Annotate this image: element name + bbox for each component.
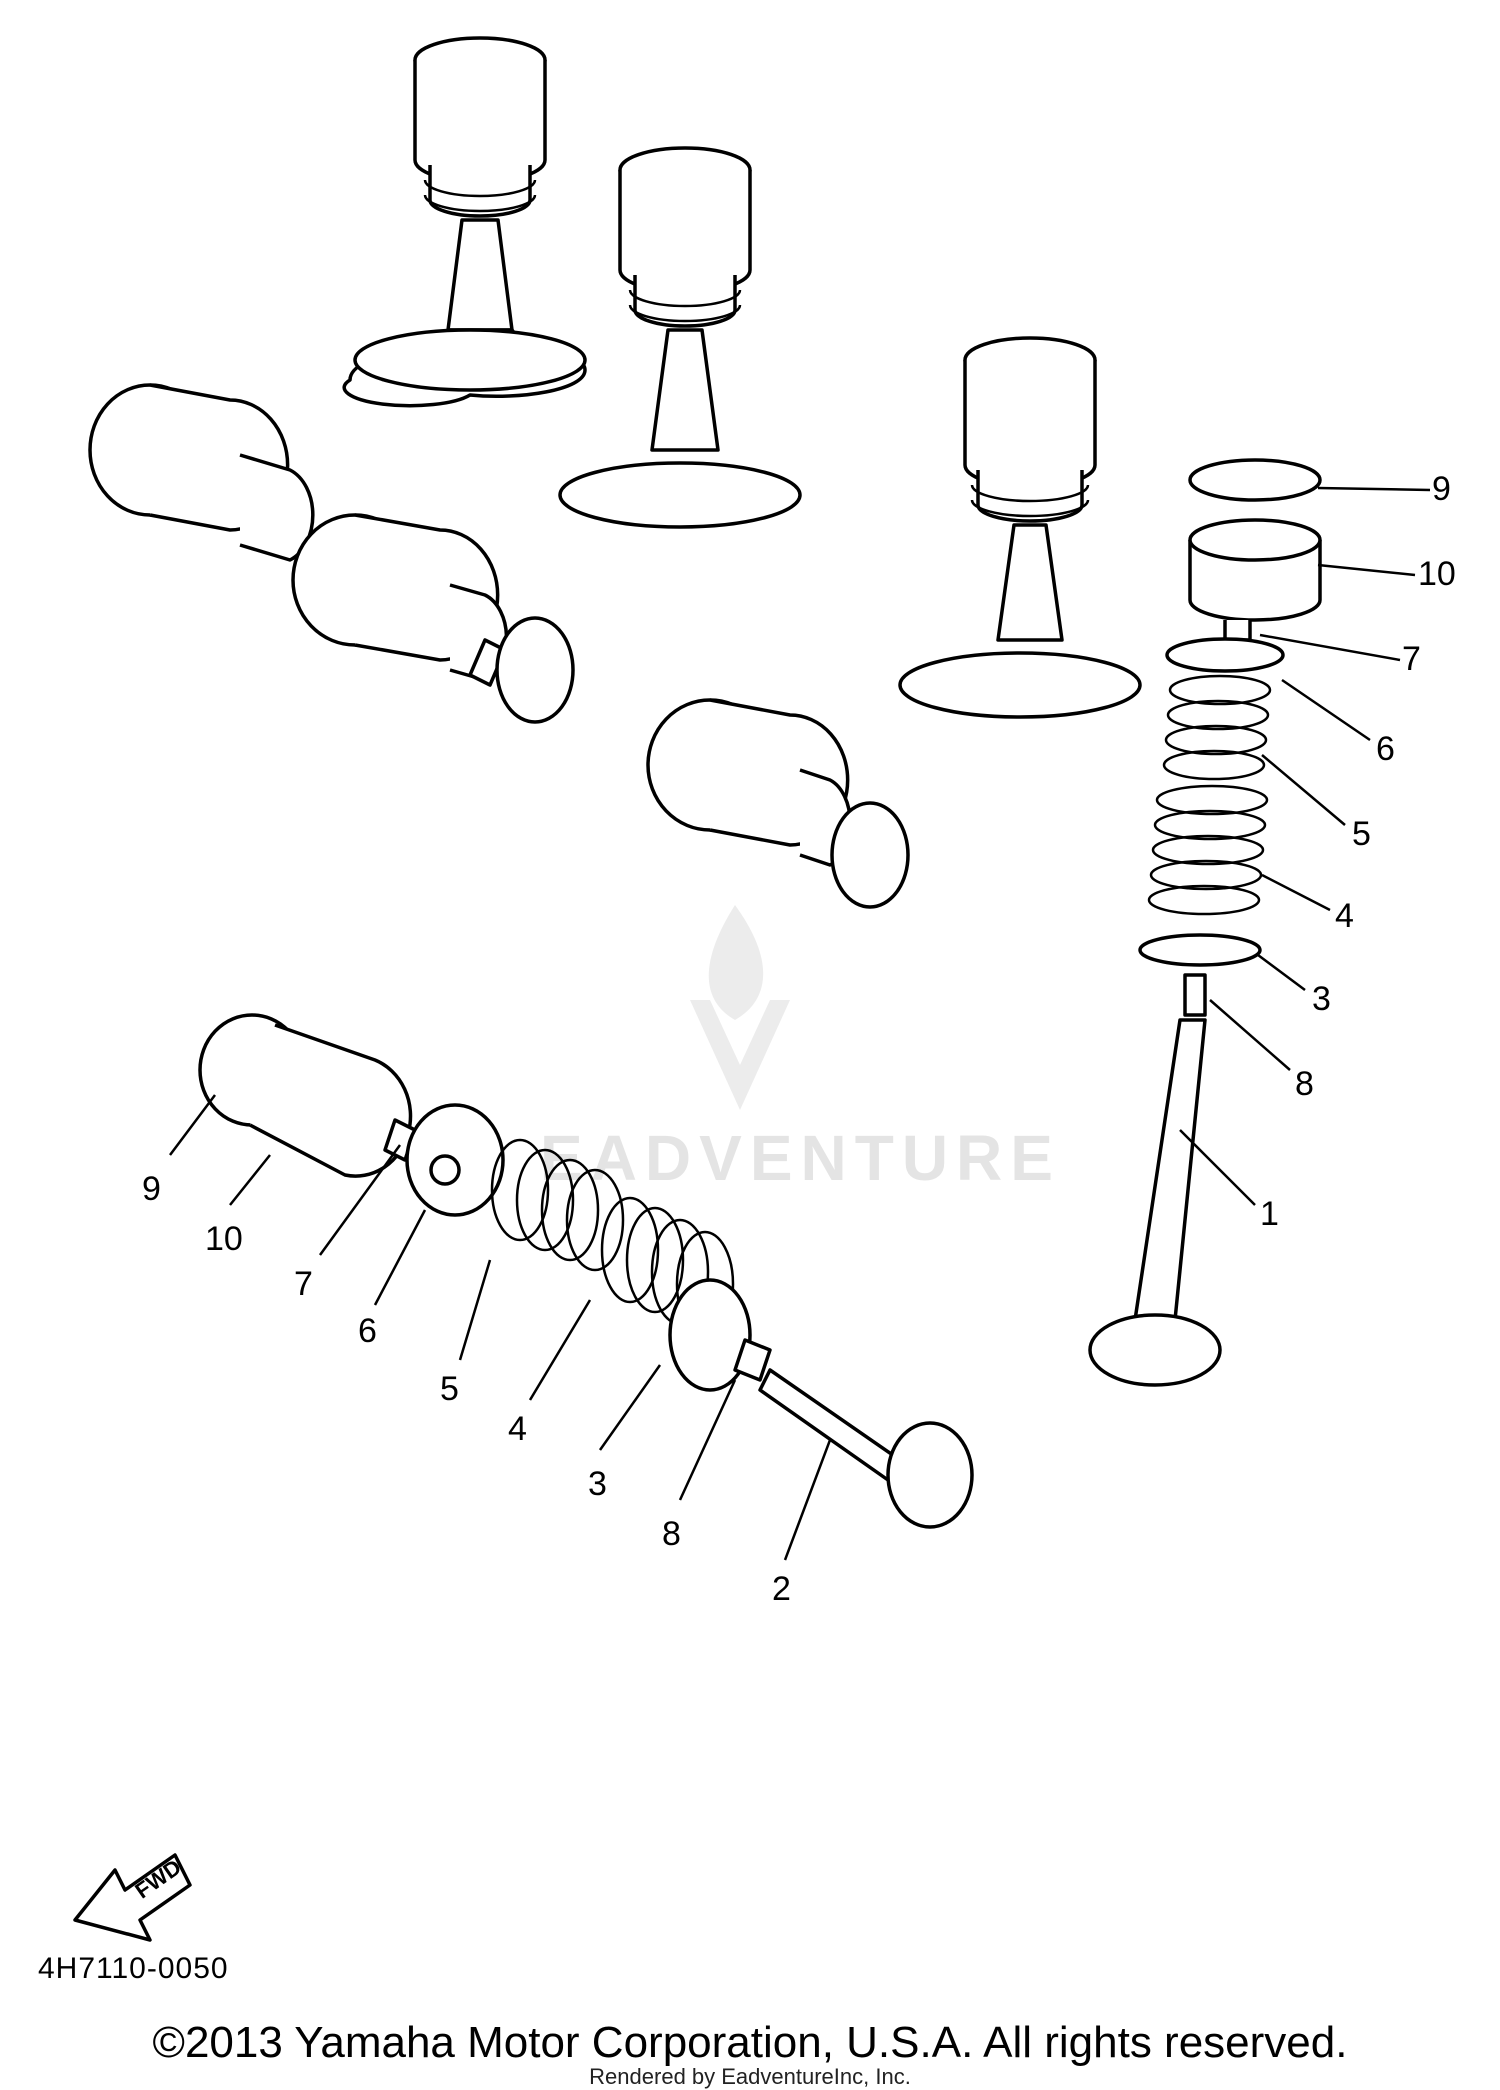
callout-label: 6 xyxy=(358,1312,377,1350)
rendered-by-text: Rendered by EadventureInc, Inc. xyxy=(589,2064,911,2089)
valve-assembly-horizontal-1 xyxy=(88,383,315,562)
callout-label: 2 xyxy=(772,1570,791,1608)
callout-label: 7 xyxy=(294,1265,313,1303)
callout-label: 4 xyxy=(508,1410,527,1448)
callout-label: 6 xyxy=(1376,730,1395,768)
valve-assembly-upper-2 xyxy=(558,146,802,529)
callout-label: 9 xyxy=(1432,470,1451,508)
valve-assembly-upper-1 xyxy=(342,36,587,408)
callouts-right: 9 10 7 6 5 4 3 8 1 xyxy=(1260,470,1456,1233)
valve-exploded-right xyxy=(1088,458,1322,1387)
callout-label: 3 xyxy=(588,1465,607,1503)
callout-label: 8 xyxy=(1295,1065,1314,1103)
callout-label: 8 xyxy=(662,1515,681,1553)
valve-assembly-horizontal-3 xyxy=(646,698,910,909)
callout-label: 5 xyxy=(440,1370,459,1408)
callout-label: 9 xyxy=(142,1170,161,1208)
valve-assembly-horizontal-2 xyxy=(291,513,575,724)
watermark-text: EADVENTURE xyxy=(540,1122,1061,1194)
callout-label: 7 xyxy=(1402,640,1421,678)
callout-label: 3 xyxy=(1312,980,1331,1018)
leader-lines-left xyxy=(169,1094,832,1561)
callout-label: 1 xyxy=(1260,1195,1279,1233)
callout-label: 10 xyxy=(205,1220,243,1258)
callouts-left: 9 10 7 6 5 4 3 8 2 xyxy=(142,1170,791,1608)
callout-label: 4 xyxy=(1335,897,1354,935)
copyright-text: ©2013 Yamaha Motor Corporation, U.S.A. A… xyxy=(152,2018,1348,2067)
callout-label: 10 xyxy=(1418,555,1456,593)
watermark-logo: EADVENTURE xyxy=(540,905,1061,1194)
leader-lines-right xyxy=(1179,486,1431,1206)
valve-exploded-left xyxy=(198,1013,974,1529)
diagram-code: 4H7110-0050 xyxy=(38,1952,229,1985)
valve-assembly-upper-3 xyxy=(898,336,1142,719)
callout-label: 5 xyxy=(1352,815,1371,853)
fwd-arrow-icon: FWD xyxy=(73,1853,192,1942)
